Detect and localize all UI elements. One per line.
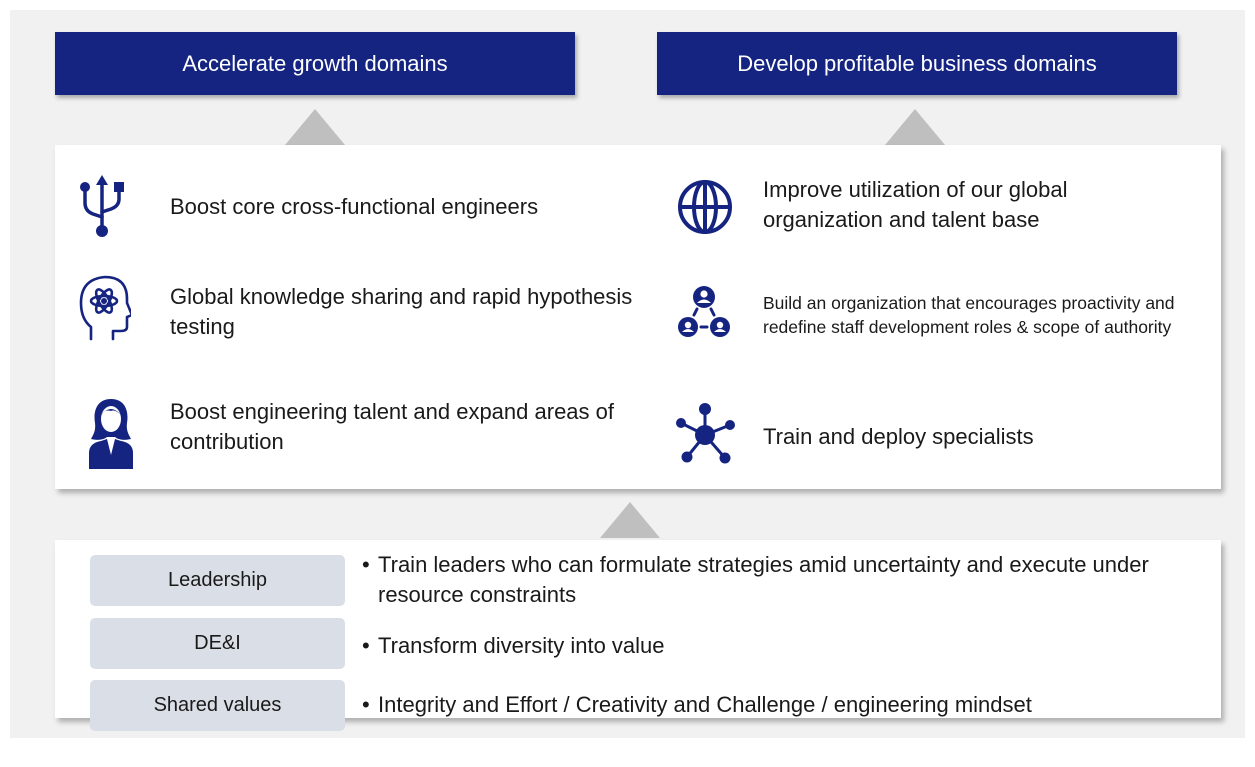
initiative-left-3: Boost engineering talent and expand area…	[170, 395, 640, 459]
person-icon	[85, 397, 137, 474]
initiative-left-2: Global knowledge sharing and rapid hypot…	[170, 280, 640, 344]
globe-icon	[677, 179, 733, 240]
foundation-text: Train leaders who can formulate strategi…	[378, 552, 1149, 607]
diagram-background: Accelerate growth domains Develop profit…	[10, 10, 1245, 738]
foundation-text-leadership: • Train leaders who can formulate strate…	[362, 550, 1182, 610]
initiative-text: Boost core cross-functional engineers	[170, 194, 539, 219]
bullet-marker: •	[362, 692, 370, 717]
initiative-text: Train and deploy specialists	[763, 424, 1034, 449]
foundation-text: Transform diversity into value	[378, 633, 665, 658]
growth-arrow-triangle	[285, 109, 345, 145]
foundation-arrow-triangle	[600, 502, 660, 538]
initiative-text: Build an organization that encourages pr…	[763, 293, 1175, 337]
initiative-text: Global knowledge sharing and rapid hypot…	[170, 284, 633, 339]
growth-domains-banner: Accelerate growth domains	[55, 32, 575, 95]
profitable-arrow-triangle	[885, 109, 945, 145]
usb-icon	[77, 173, 127, 244]
bullet-marker: •	[362, 633, 370, 658]
initiative-right-1: Improve utilization of our global organi…	[763, 173, 1183, 237]
initiative-right-3: Train and deploy specialists	[763, 415, 1183, 459]
foundation-label-shared-values: Shared values	[90, 680, 345, 731]
foundation-label-leadership: Leadership	[90, 555, 345, 606]
foundation-label-dei: DE&I	[90, 618, 345, 669]
initiative-left-1: Boost core cross-functional engineers	[170, 185, 630, 229]
initiative-text: Improve utilization of our global organi…	[763, 177, 1068, 232]
initiatives-panel: Boost core cross-functional engineers Gl…	[55, 145, 1221, 489]
foundation-panel: Leadership • Train leaders who can formu…	[55, 540, 1221, 731]
hub-network-icon	[675, 403, 735, 470]
profitable-domains-banner: Develop profitable business domains	[657, 32, 1177, 95]
foundation-text-dei: • Transform diversity into value	[362, 631, 1182, 661]
initiative-right-2: Build an organization that encourages pr…	[763, 275, 1203, 355]
foundation-text: Integrity and Effort / Creativity and Ch…	[378, 692, 1032, 717]
bullet-marker: •	[362, 552, 370, 577]
brain-atom-icon	[77, 273, 134, 348]
foundation-text-shared-values: • Integrity and Effort / Creativity and …	[362, 690, 1202, 720]
org-network-icon	[678, 285, 730, 344]
initiative-text: Boost engineering talent and expand area…	[170, 399, 614, 454]
